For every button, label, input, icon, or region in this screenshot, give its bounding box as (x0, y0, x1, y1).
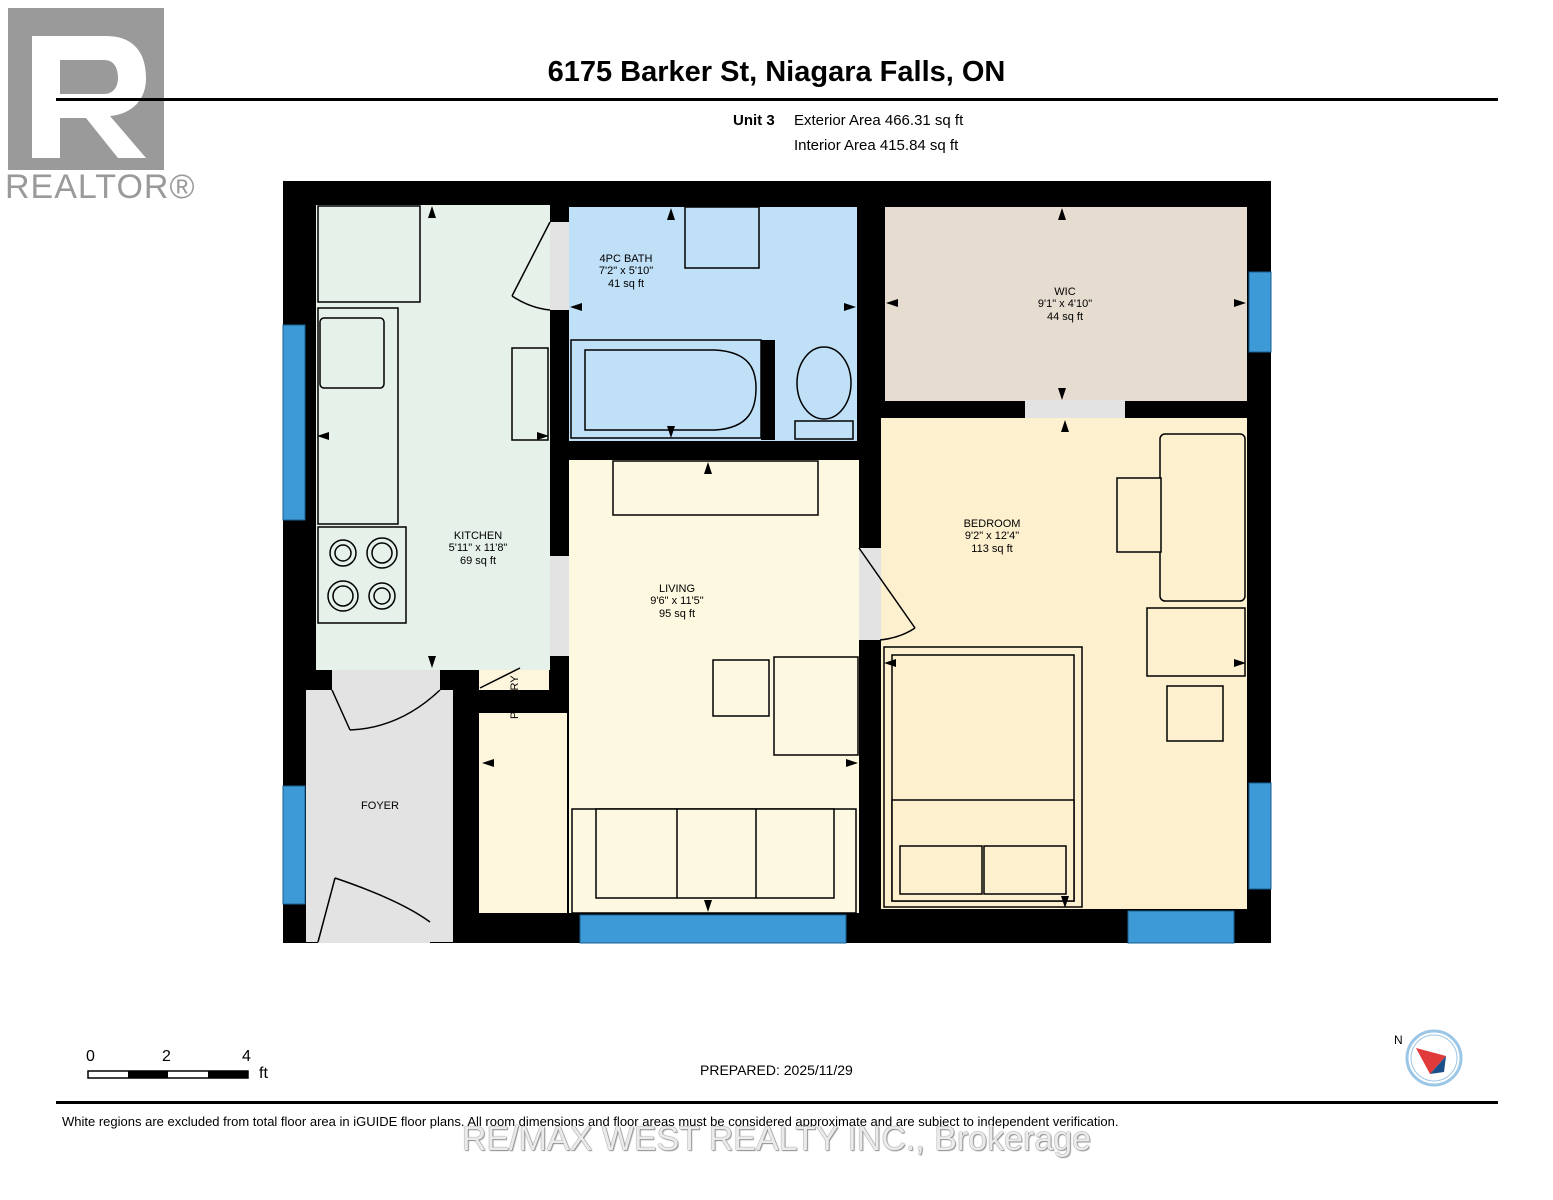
desk-chair (1116, 477, 1162, 553)
stove (317, 526, 407, 624)
living-door-opening (550, 556, 569, 656)
top-divider (56, 98, 1498, 101)
bedroom-area: 113 sq ft (971, 543, 1012, 555)
window (282, 324, 306, 521)
kitchen-dims: 5'11" x 11'8" (449, 542, 508, 554)
bath-vanity (684, 206, 760, 269)
bottom-divider (56, 1101, 1498, 1104)
wic-name: WIC (1054, 286, 1075, 298)
burner (368, 582, 396, 610)
compass-icon: N (1394, 1029, 1463, 1087)
nightstand (1166, 685, 1224, 742)
dimension-arrows (317, 206, 1246, 912)
side-table (712, 659, 770, 717)
window (579, 914, 847, 944)
toilet-bowl (796, 346, 852, 420)
scale-label: 0 (86, 1048, 95, 1065)
wic-dims: 9'1" x 4'10" (1038, 298, 1092, 310)
kitchen-sink (319, 317, 385, 389)
bed-pillow (899, 845, 983, 895)
sofa-seat (595, 808, 835, 899)
foyer-name: FOYER (361, 800, 399, 812)
kitchen-area: 69 sq ft (460, 555, 496, 567)
burner (373, 587, 391, 605)
door-swing (331, 689, 441, 731)
bath-area: 41 sq ft (608, 278, 644, 290)
scale-label: 2 (162, 1048, 171, 1065)
closet-room (479, 713, 567, 913)
scale-unit: ft (259, 1065, 268, 1082)
scale-bar-segment (208, 1071, 248, 1078)
living-name: LIVING (659, 583, 695, 595)
realtor-logo-text: REALTOR® (5, 168, 196, 206)
realtor-logo (8, 8, 164, 170)
interior-area: Interior Area 415.84 sq ft (794, 137, 959, 154)
foyer-room (306, 690, 453, 942)
pantry-name: PANTRY (509, 675, 521, 719)
unit-label: Unit 3 (733, 112, 775, 129)
disclaimer: White regions are excluded from total fl… (62, 1114, 1119, 1129)
living-area: 95 sq ft (659, 608, 695, 620)
dresser (1146, 607, 1246, 677)
bedroom-name: BEDROOM (964, 518, 1021, 530)
scale-labels: 0 2 4 (86, 1048, 276, 1068)
bath-dims: 7'2" x 5'10" (599, 265, 653, 277)
burner (332, 585, 354, 607)
burner (329, 539, 357, 567)
burner (371, 542, 393, 564)
living-dims: 9'6" x 11'5" (650, 595, 703, 607)
door-swing (511, 221, 551, 311)
scale-bar-segment (128, 1071, 168, 1078)
burner (327, 580, 359, 612)
door-swing (479, 667, 521, 689)
compass-label: N (1394, 1033, 1403, 1047)
window (282, 785, 306, 905)
foyer-door-opening (332, 670, 440, 690)
bathtub-basin (584, 349, 757, 431)
wic-door-opening (1025, 400, 1125, 418)
window (1248, 271, 1272, 353)
bedroom-dims: 9'2" x 12'4" (965, 530, 1019, 542)
wic-room (885, 207, 1247, 401)
kitchen-door-opening (550, 222, 569, 310)
bed-pillow (983, 845, 1067, 895)
property-address: 6175 Barker St, Niagara Falls, ON (547, 56, 1006, 88)
armchair (773, 656, 859, 756)
kitchen-name: KITCHEN (454, 530, 502, 542)
desk (1159, 433, 1246, 602)
wic-area: 44 sq ft (1047, 311, 1083, 323)
scale-label: 4 (242, 1048, 251, 1065)
exterior-area: Exterior Area 466.31 sq ft (794, 112, 964, 129)
prepared-date: PREPARED: 2025/11/29 (700, 1062, 853, 1078)
fridge (317, 205, 421, 303)
window (1127, 910, 1235, 944)
window (1248, 782, 1272, 890)
burner (334, 544, 352, 562)
burner (366, 537, 398, 569)
bath-name: 4PC BATH (600, 253, 653, 265)
door-swing (858, 547, 916, 641)
entry-door-opening (318, 920, 430, 943)
toilet-tank (794, 420, 854, 440)
door-swing (317, 877, 431, 943)
kitchen-cabinet (511, 347, 549, 441)
bedroom-door-opening (859, 548, 881, 640)
pantry-room (479, 670, 549, 690)
tv-console (612, 460, 819, 516)
bath-partition (761, 340, 775, 440)
brokerage-watermark: RE/MAX WEST REALTY INC., Brokerage (461, 1120, 1092, 1158)
